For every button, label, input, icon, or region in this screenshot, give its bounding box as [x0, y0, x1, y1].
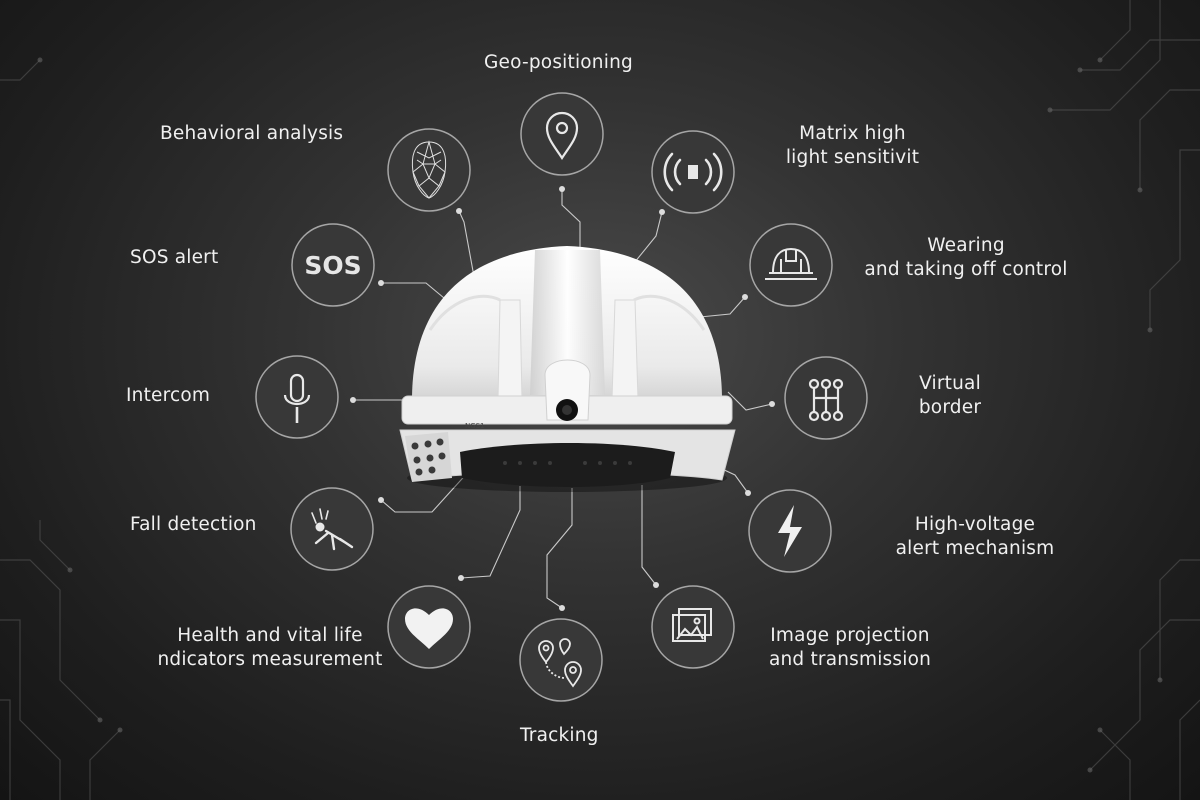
helmet-model-text: NGS1	[465, 422, 485, 430]
label-image-projection: Image projection and transmission	[768, 625, 932, 670]
connector-image	[641, 485, 657, 586]
location-pin-icon[interactable]	[520, 92, 604, 176]
label-health-indicators: Health and vital life ndicators measurem…	[157, 625, 383, 670]
virtual-border-icon[interactable]	[784, 356, 868, 440]
label-matrix-sensitivity: Matrix high light sensitivit	[785, 123, 920, 168]
connector-border	[727, 391, 773, 411]
connector-behavior	[458, 210, 476, 283]
label-high-voltage: High-voltage alert mechanism	[895, 514, 1055, 559]
label-intercom: Intercom	[126, 385, 211, 406]
sos-icon[interactable]: SOS	[291, 223, 375, 307]
label-sos-alert: SOS alert	[130, 247, 219, 268]
falling-person-icon[interactable]	[290, 487, 374, 571]
connector-geo	[561, 189, 581, 252]
image-gallery-icon[interactable]	[651, 585, 735, 669]
connector-health	[460, 486, 521, 579]
label-virtual-border: Virtual border	[918, 373, 982, 418]
light-sensor-icon[interactable]	[651, 130, 735, 214]
connector-fall	[380, 469, 471, 513]
hard-hat-icon[interactable]	[749, 223, 833, 307]
heart-icon[interactable]	[387, 585, 471, 669]
label-geo-positioning: Geo-positioning	[484, 52, 633, 73]
helmet-image: NGS1	[399, 246, 736, 492]
microphone-icon[interactable]	[255, 355, 339, 439]
label-wearing-control: Wearing and taking off control	[864, 235, 1068, 280]
sos-icon-text: SOS	[304, 251, 361, 280]
label-fall-detection: Fall detection	[130, 514, 257, 535]
label-tracking: Tracking	[520, 725, 599, 746]
connector-sos	[381, 282, 451, 304]
label-behavioral-analysis: Behavioral analysis	[160, 123, 344, 144]
lightning-icon[interactable]	[748, 489, 832, 573]
connector-tracking	[546, 488, 573, 609]
face-mesh-icon[interactable]	[387, 128, 471, 212]
connector-matrix	[629, 211, 663, 269]
route-pins-icon[interactable]	[519, 618, 603, 702]
